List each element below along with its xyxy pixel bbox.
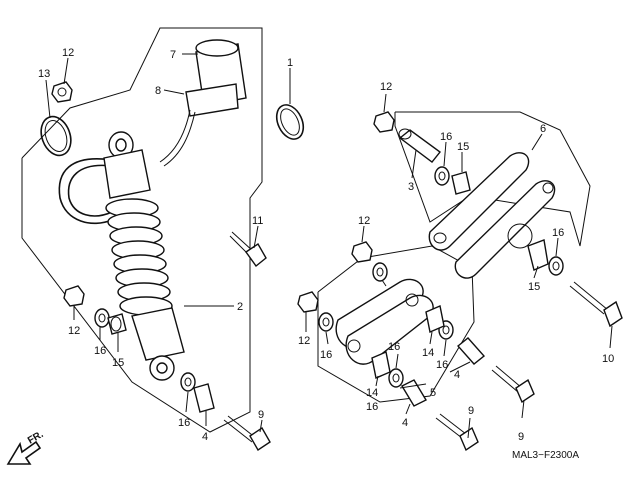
collar-4-lower [193, 383, 215, 413]
bolt-10 [569, 281, 623, 328]
callout-16: 16 [388, 341, 400, 353]
callout-15: 15 [457, 141, 469, 153]
shock-absorber [58, 39, 247, 381]
callout-12: 12 [62, 47, 74, 59]
callout-16: 16 [552, 227, 564, 239]
seal-16-rod-d [388, 368, 404, 388]
seal-16-right [548, 256, 564, 276]
callout-14: 14 [366, 387, 378, 399]
bolt-9-right [491, 365, 535, 404]
callout-9: 9 [258, 409, 264, 421]
callout-2: 2 [237, 301, 243, 313]
callout-16: 16 [178, 417, 190, 429]
front-label: FR. [26, 429, 46, 447]
nut-12-top [51, 81, 73, 103]
callout-16: 16 [366, 401, 378, 413]
callout-10: 10 [602, 353, 614, 365]
callout-12: 12 [68, 325, 80, 337]
seal-16-upper [434, 166, 450, 186]
rod-group-outline [317, 245, 475, 403]
callout-11: 11 [252, 215, 263, 227]
collar-4-rod [456, 337, 486, 365]
callout-3: 3 [408, 181, 414, 193]
bolt-9-left [223, 415, 271, 451]
callout-5: 5 [430, 387, 436, 399]
seal-16-lower [180, 372, 196, 392]
bearing-15-upper [451, 171, 471, 195]
callout-6: 6 [540, 123, 546, 135]
callout-16: 16 [436, 359, 448, 371]
shock-group-outline [21, 27, 263, 433]
seal-16-rod-a [372, 262, 388, 282]
callout-4: 4 [402, 417, 408, 429]
callout-14: 14 [422, 347, 434, 359]
leader-lines [45, 53, 613, 439]
bearing-15-right [527, 239, 549, 271]
bearing-14-upper [425, 305, 445, 333]
callout-7: 7 [170, 49, 176, 61]
bolt-9-mid [435, 413, 479, 452]
seal-16-rod-b [318, 312, 334, 332]
callout-9: 9 [518, 431, 524, 443]
callout-12: 12 [298, 335, 310, 347]
callout-12: 12 [358, 215, 370, 227]
nut-12-left-rod [297, 291, 319, 313]
callout-1: 1 [287, 57, 293, 69]
callout-labels: 12 13 7 8 1 11 2 12 16 15 16 4 9 12 6 16… [38, 47, 614, 443]
reservoir-band [275, 104, 305, 140]
callout-15: 15 [112, 357, 124, 369]
connecting-rod [335, 278, 434, 365]
callout-13: 13 [38, 68, 50, 80]
callout-9: 9 [468, 405, 474, 417]
nut-12-left [63, 285, 85, 307]
callout-12: 12 [380, 81, 392, 93]
callout-16: 16 [94, 345, 106, 357]
bearing-15-left [107, 313, 127, 335]
callout-4: 4 [454, 369, 460, 381]
diagram-code: MAL3−F2300A [512, 450, 579, 461]
callout-15: 15 [528, 281, 540, 293]
shock-spring [105, 198, 173, 316]
callout-16: 16 [440, 131, 452, 143]
callout-8: 8 [155, 85, 161, 97]
front-direction-arrow: FR. [6, 429, 46, 465]
callout-16: 16 [320, 349, 332, 361]
collar-4-bottom [401, 379, 427, 407]
nut-12-top-right [373, 111, 395, 133]
nut-12-mid [351, 241, 373, 263]
cushion-arm [428, 152, 556, 279]
collar-3 [398, 128, 442, 163]
hose-clamp [40, 115, 72, 157]
seal-16-left [94, 308, 110, 328]
callout-4: 4 [202, 431, 208, 443]
bolt-11 [229, 231, 267, 268]
